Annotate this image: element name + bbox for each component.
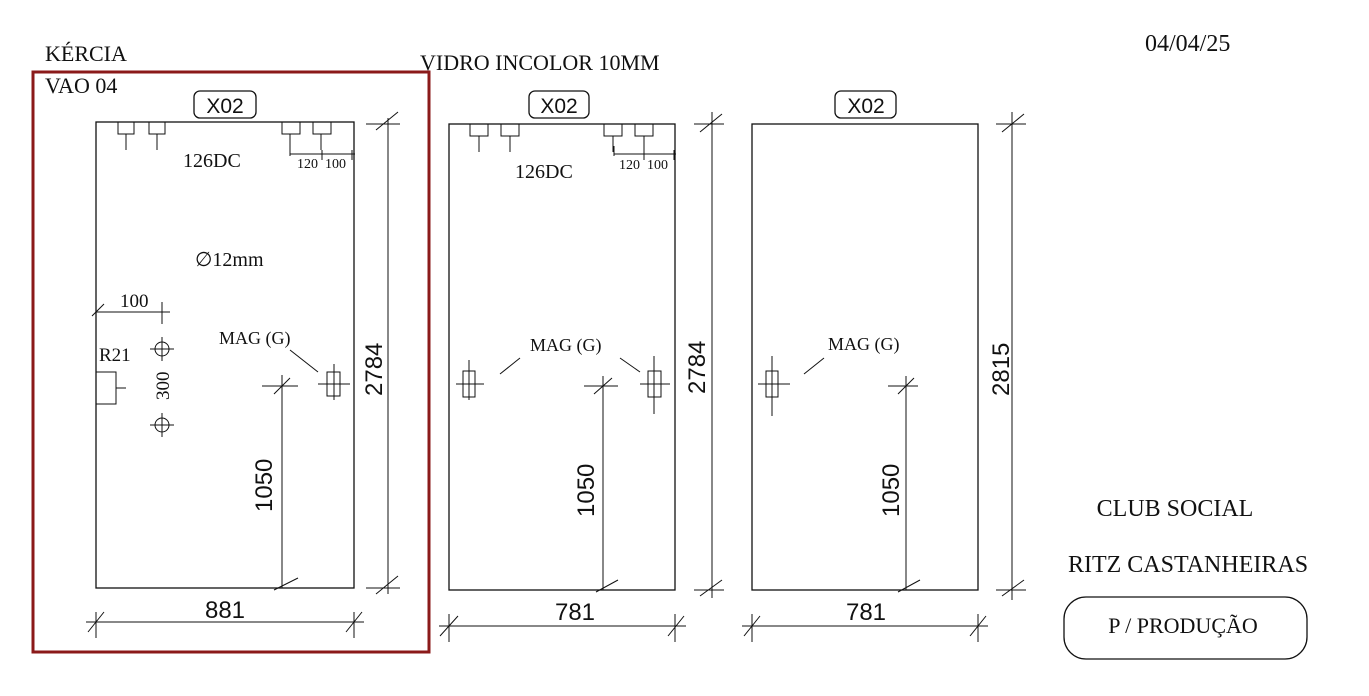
panel-height: 2784 (361, 343, 388, 396)
panel-tag-box (193, 90, 257, 119)
hinge-dim-b: 100 (647, 158, 668, 173)
panel-width: 781 (555, 599, 595, 626)
glass-outline (751, 123, 979, 591)
lock-height-dimension (888, 376, 921, 593)
magnet-icon-left (456, 357, 521, 400)
magnet-icon-right (619, 356, 670, 414)
panel-height: 2815 (988, 343, 1015, 396)
panel-width: 781 (846, 599, 886, 626)
magnet-icon (758, 356, 825, 416)
panel-1: X02 120 100 126DC ∅12mm 100 R21 (86, 90, 400, 638)
hinge-dim-a: 120 (297, 157, 318, 172)
project-name-line2: RITZ CASTANHEIRAS (1068, 552, 1308, 578)
panel-width: 881 (205, 597, 245, 624)
hinge-code: 126DC (183, 150, 241, 172)
hinge-dim-b: 100 (325, 157, 346, 172)
lock-height: 1050 (878, 464, 905, 517)
glass-outline (448, 123, 676, 591)
drawing-date: 04/04/25 (1145, 31, 1230, 57)
magnet-label: MAG (G) (828, 334, 900, 355)
material-spec: VIDRO INCOLOR 10MM (420, 50, 660, 75)
height-dimension (694, 112, 724, 598)
lock-height-dimension (584, 376, 619, 593)
magnet-label: MAG (G) (530, 335, 602, 356)
hinge-cutouts (117, 122, 332, 150)
panel-tag: X02 (206, 95, 243, 118)
hole-offset-dimension (91, 302, 170, 324)
hinge-dimension (289, 146, 355, 160)
magnet-icon (289, 349, 350, 400)
hinge-dimension (613, 146, 676, 160)
hole-offset: 100 (120, 291, 149, 312)
lock-height-dimension (262, 375, 299, 591)
panel-tag-box (528, 90, 590, 119)
status-badge-box (1063, 596, 1308, 660)
project-name-line1: CLUB SOCIAL (1097, 496, 1254, 522)
hinge-cutouts (469, 124, 654, 152)
opening-id: VAO 04 (45, 73, 117, 98)
hinge-code: 126DC (515, 161, 573, 183)
magnet-label: MAG (G) (219, 328, 291, 349)
panel-tag: X02 (540, 95, 577, 118)
hole-diameter: ∅12mm (195, 249, 264, 271)
drilled-holes (150, 337, 174, 437)
panel-2: X02 120 100 126DC MAG (G) 1050 (439, 90, 724, 642)
lock-height: 1050 (573, 464, 600, 517)
panel-tag: X02 (847, 95, 884, 118)
glass-outline (95, 121, 355, 589)
width-dimension (742, 614, 988, 642)
lock-height: 1050 (251, 459, 278, 512)
status-badge: P / PRODUÇÃO (1108, 613, 1258, 638)
height-dimension (366, 111, 400, 595)
panel-3: X02 MAG (G) 1050 2815 781 (742, 90, 1026, 642)
selection-frame (31, 70, 431, 654)
height-dimension (996, 112, 1026, 600)
hinge-dim-a: 120 (619, 158, 640, 173)
notch (96, 371, 126, 405)
hole-spacing: 300 (153, 372, 174, 401)
width-dimension (439, 614, 686, 642)
notch-radius: R21 (99, 345, 131, 366)
panel-tag-box (834, 90, 897, 119)
width-dimension (86, 611, 364, 638)
panel-height: 2784 (684, 341, 711, 394)
client-name: KÉRCIA (45, 41, 127, 66)
